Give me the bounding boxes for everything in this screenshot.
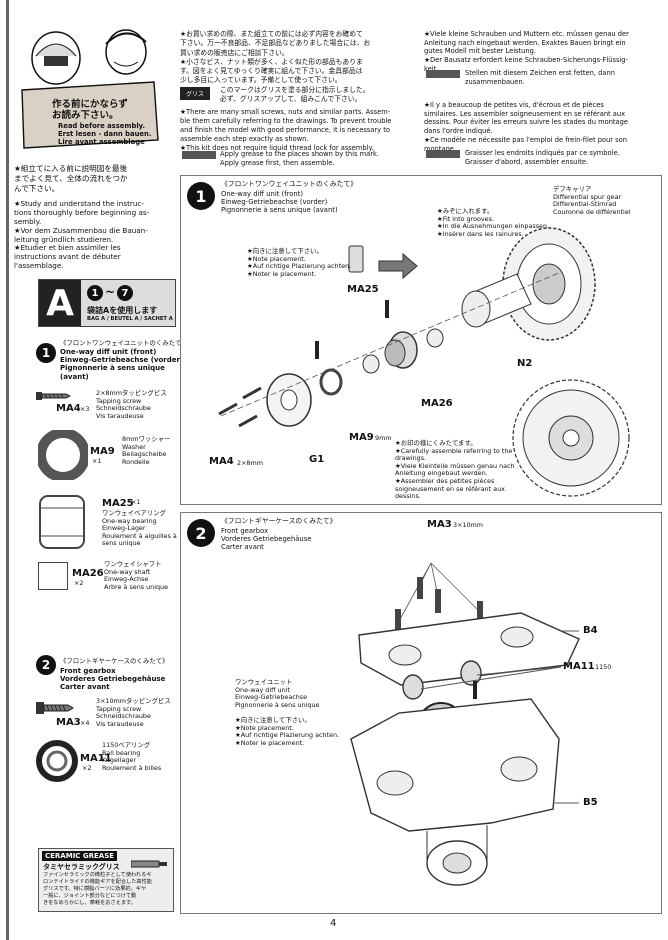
diff-spur-gear [502, 227, 596, 341]
ma11-ball-bearing-icon [36, 740, 78, 782]
bag-box: A 1 ~ 7 袋詰Aを使用します BAG A / BEUTEL A / SAC… [38, 279, 176, 327]
step1-note-grooves: ★みぞに入れます。 ★Fit into grooves. ★In die Aus… [437, 207, 550, 238]
step2-panel: 2 《フロントギヤーケースのくみたて》 Front gearbox Vorder… [180, 512, 662, 914]
step2-jp: 《フロントギヤーケースのくみたて》 [221, 517, 337, 525]
intro-jp: ★組立てに入る前に説明図を最後 までよく見て、全体の流れをつか んで下さい。 [14, 164, 128, 194]
bag-range-tilde: ~ [105, 285, 116, 299]
step1-panel: 1 《フロントワンウェイユニットのくみたて》 One-way diff unit… [180, 175, 662, 505]
top-middle-grease-jp: このマークはグリスを塗る部分に指示しました。 必ず、グリスアップして、組みこんで… [220, 86, 370, 104]
step1-number: 1 [187, 182, 215, 210]
top-middle-jp: ★お買い求めの際、また組立ての前には必ず内容をお確めて 下さい。万一不良部品、不… [180, 30, 371, 85]
header-illustration: 作る前にかならず お読み下さい。 Read before assembly. E… [14, 12, 162, 152]
step2-title: Front gearbox Vorderes Getriebegehäuse C… [221, 527, 312, 552]
grease-mark-en [182, 151, 216, 159]
intro-fr: ★Etudier et bien assimiler les instructi… [14, 243, 121, 270]
ma9-desc: 8mmワッシャー Washer Beilagscheibe Rondelle [122, 435, 171, 466]
intro-en: ★Study and understand the instruc- tions… [14, 199, 150, 226]
ma25-desc: ワンウェイベアリング One-way bearing Einweg-Lager … [102, 509, 177, 548]
step2-label-b5: B5 [583, 797, 598, 808]
step1-note-orientation: ★向きに注意して下さい。 ★Note placement. ★Auf richt… [247, 247, 352, 278]
header-jp-title: 作る前にかならず お読み下さい。 [52, 99, 128, 121]
step1-label-ma4: MA4 [209, 456, 234, 467]
step2-number: 2 [187, 519, 215, 547]
ma11-code: MA11 [80, 753, 112, 764]
step1-label-ma25: MA25 [347, 284, 379, 295]
header-en: Read before assembly. [58, 122, 146, 130]
step1-jp: 《フロントワンウェイユニットのくみたて》 [221, 180, 358, 188]
parts-step1-jp: 《フロントワンウェイユニットのくみたて》 [60, 339, 188, 347]
mechanics-illustration [21, 29, 159, 149]
bag-step-from: 1 [87, 285, 103, 301]
step1-label-n2: N2 [517, 358, 533, 369]
step1-label-ma9-size: 9mm [375, 434, 392, 442]
top-right-grease-fr: Graisser les endroits indiqués par ce sy… [465, 149, 620, 166]
ma4-qty: ×3 [80, 405, 90, 413]
parts-step2-jp: 《フロントギヤーケースのくみたて》 [60, 657, 169, 665]
ceramic-grease-logo: CERAMIC GREASE [42, 851, 118, 861]
page-left-edge [6, 0, 9, 940]
page-number: 4 [330, 918, 337, 929]
step1-exploded-diagram [218, 227, 630, 497]
step1-label-ma9: MA9 [349, 432, 374, 443]
ma3-screw-icon [36, 702, 74, 714]
parts-step1-title: One-way diff unit (front) Einweg-Getrieb… [60, 348, 184, 381]
parts-step2-number: 2 [36, 655, 56, 675]
ceramic-grease-tube-icon [131, 860, 167, 868]
ma25-qty: ×1 [131, 498, 141, 506]
ma11-qty: ×2 [82, 764, 92, 772]
ma3-qty: ×4 [80, 719, 90, 727]
bag-letter: A [39, 280, 81, 326]
detail-gear [512, 379, 630, 497]
bag-sub: BAG A / BEUTEL A / SACHET A [87, 316, 173, 322]
step1-diff-gear-label: デフキャリア Differential spur gear Differenti… [553, 185, 631, 216]
header-fr: Lire avant assemblage [58, 138, 145, 146]
step2-label-b4: B4 [583, 625, 598, 636]
ma26-shaft-icon [38, 562, 68, 590]
bag-jp: 袋詰Aを使用します [87, 306, 158, 315]
top-middle-en: ★There are many small screws, nuts and s… [180, 108, 392, 152]
step2-note-orientation: ★向きに注意して下さい。 ★Note placement. ★Auf richt… [235, 716, 340, 747]
ma3-desc: 3×10mmタッピングビス Tapping screw Schneidschra… [96, 697, 171, 728]
ma4-screw-icon [36, 392, 72, 400]
step2-label-ma11-size: 1150 [595, 663, 612, 671]
step2-label-ma3-size: 3×10mm [453, 521, 484, 529]
ma25-code: MA25 [102, 498, 134, 509]
parts-step2-title: Front gearbox Vorderes Getriebegehäuse C… [60, 667, 166, 692]
step2-exploded-diagram [350, 562, 580, 886]
header-de: Erst lesen - dann bauen. [58, 130, 152, 138]
step2-label-ma11: MA11 [563, 661, 595, 672]
ma9-washer-icon [38, 430, 88, 480]
step1-label-ma4-size: 2×8mm [237, 459, 263, 467]
step1-title: One-way diff unit (front) Einweg-Getrieb… [221, 190, 338, 215]
ma4-code: MA4 [56, 403, 81, 414]
ma26-qty: ×2 [74, 579, 84, 587]
ceramic-grease-box: CERAMIC GREASE タミヤセラミックグリス ファインセラミックの微粒子… [38, 848, 174, 912]
parts-step1-number: 1 [36, 343, 56, 363]
ma26-code: MA26 [72, 568, 104, 579]
ma3-code: MA3 [56, 717, 81, 728]
ma4-desc: 2×8mmタッピングビス Tapping screw Schneidschrau… [96, 389, 167, 420]
ma26-desc: ワンウェイシャフト One-way shaft Einweg-Achse Arb… [104, 560, 169, 591]
step1-label-g1: G1 [309, 454, 325, 465]
bag-step-to: 7 [117, 285, 133, 301]
top-middle-grease-en: Apply grease to the places shown by this… [220, 150, 379, 167]
step2-label-ma3: MA3 [427, 519, 452, 530]
ceramic-grease-text: ファインセラミックの微粒子として使われるギ ロンテイトライドの機能ギアを配合した… [43, 872, 152, 906]
top-right-grease-de: Stellen mit diesem Zeichen erst fetten, … [465, 69, 615, 86]
grease-mark-de [426, 70, 460, 78]
top-right-de: ★Viele kleine Schrauben und Muttern etc.… [424, 30, 629, 73]
grease-tag: グリス [180, 87, 211, 100]
ma25-bearing-icon [39, 495, 85, 549]
step1-note-marks: ★お印の様にくみたてます。 ★Carefully assemble referr… [395, 439, 515, 501]
step2-oneway-label: ワンウェイユニット One-way diff unit Einweg-Getri… [235, 678, 320, 709]
intro-de: ★Vor dem Zusammenbau die Bauan- leitung … [14, 226, 148, 244]
ceramic-grease-name: タミヤセラミックグリス [43, 863, 120, 871]
step1-label-ma26: MA26 [421, 398, 453, 409]
grease-mark-fr [426, 150, 460, 158]
ma9-qty: ×1 [92, 457, 102, 465]
top-right-fr: ★Il y a beaucoup de petites vis, d'écrou… [424, 101, 629, 153]
ma9-code: MA9 [90, 446, 115, 457]
ma11-desc: 1150ベアリング Ball bearing Kugellager Roulem… [102, 741, 162, 772]
